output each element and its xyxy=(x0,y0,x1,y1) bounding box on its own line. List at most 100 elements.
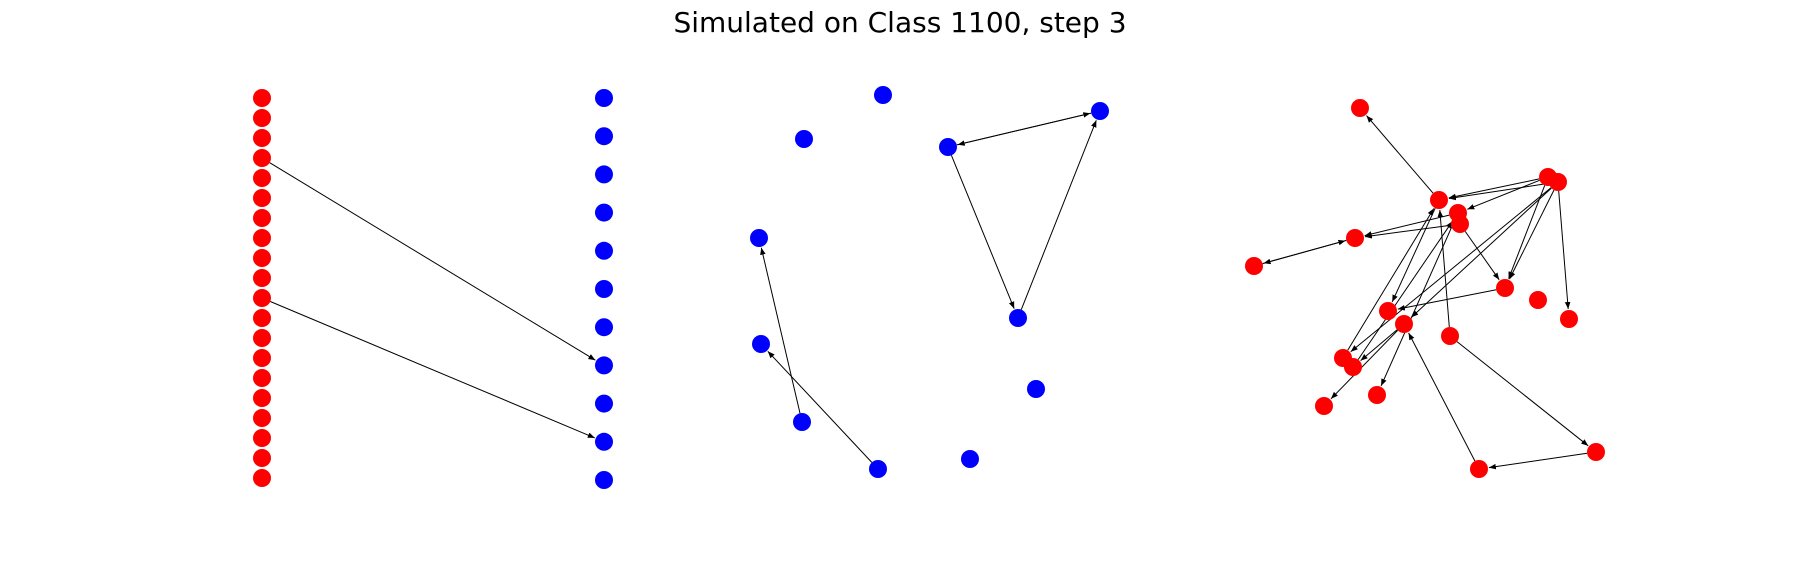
edge-N2-N12 xyxy=(1411,187,1552,318)
node-N18 xyxy=(1587,443,1605,461)
edge-N1-N10 xyxy=(1508,185,1546,279)
node-R4 xyxy=(595,241,613,260)
edge-N4-N17 xyxy=(1380,220,1455,387)
node-B4 xyxy=(750,229,768,247)
edge-N2-N11 xyxy=(1558,190,1571,310)
bipartite-nodes xyxy=(253,89,613,489)
edge-N13-N18 xyxy=(1456,341,1589,447)
node-L1 xyxy=(253,109,271,127)
node-B10 xyxy=(961,450,979,468)
blue-graph-edges xyxy=(760,112,1097,463)
edge-N19-N12 xyxy=(1408,332,1476,462)
node-R8 xyxy=(595,394,613,413)
node-N12 xyxy=(1395,315,1413,333)
edge-N2-N10 xyxy=(1509,189,1555,280)
node-B7 xyxy=(1009,309,1027,327)
node-R3 xyxy=(595,203,613,222)
edge-B3-B7 xyxy=(950,155,1015,309)
bipartite-edges xyxy=(269,162,596,439)
node-L10 xyxy=(253,289,271,307)
node-N17 xyxy=(1368,386,1386,404)
red-graph-nodes xyxy=(1245,99,1605,478)
node-L5 xyxy=(253,189,271,207)
node-L6 xyxy=(253,209,271,227)
node-L17 xyxy=(253,429,271,447)
edge-B2-B3 xyxy=(957,112,1092,146)
node-L4 xyxy=(253,169,271,187)
node-B2 xyxy=(1091,102,1109,120)
blue-graph-nodes xyxy=(750,86,1109,478)
node-N16 xyxy=(1315,397,1333,415)
node-R5 xyxy=(595,280,613,298)
node-L9 xyxy=(253,269,271,287)
edge-L10-R9 xyxy=(270,301,595,439)
node-N19 xyxy=(1470,460,1488,478)
node-B5 xyxy=(752,335,770,353)
edge-N4-N7 xyxy=(1364,214,1450,237)
edge-B9-B5 xyxy=(767,350,873,463)
node-L15 xyxy=(253,389,271,407)
node-B6 xyxy=(1027,380,1045,398)
node-L0 xyxy=(253,89,271,107)
node-R0 xyxy=(595,89,613,107)
edge-N5-N7 xyxy=(1364,224,1452,239)
node-N6 xyxy=(1245,257,1263,275)
edge-N18-N19 xyxy=(1488,452,1588,470)
node-R7 xyxy=(595,356,613,375)
panel-blue-graph xyxy=(750,86,1109,478)
node-N15 xyxy=(1344,358,1362,376)
node-N0 xyxy=(1351,99,1369,117)
node-R6 xyxy=(595,318,613,337)
node-N7 xyxy=(1346,229,1364,247)
edge-N3-N0 xyxy=(1366,115,1434,194)
edge-N13-N3 xyxy=(1437,209,1450,328)
node-N10 xyxy=(1496,279,1514,297)
node-B1 xyxy=(795,130,813,148)
node-N9 xyxy=(1379,302,1397,320)
node-L12 xyxy=(253,329,271,347)
edge-N3-N9 xyxy=(1391,207,1436,303)
node-N5 xyxy=(1451,215,1469,233)
node-R1 xyxy=(595,127,613,146)
node-B3 xyxy=(939,138,957,156)
edge-N12-N16 xyxy=(1330,330,1399,400)
node-R9 xyxy=(595,432,613,451)
edge-N2-N3 xyxy=(1448,182,1550,201)
edge-N2-N14 xyxy=(1350,187,1552,353)
node-R10 xyxy=(595,471,613,489)
red-graph-edges xyxy=(1262,115,1589,470)
node-N8 xyxy=(1529,291,1547,309)
node-L18 xyxy=(253,449,271,467)
node-L13 xyxy=(253,349,271,367)
node-L14 xyxy=(253,369,271,387)
node-L11 xyxy=(253,309,271,327)
node-L16 xyxy=(253,409,271,427)
node-L7 xyxy=(253,229,271,247)
node-R2 xyxy=(595,165,613,184)
node-B9 xyxy=(869,460,887,478)
edge-B8-B4 xyxy=(760,247,801,414)
edge-N14-N3 xyxy=(1347,208,1435,351)
edge-N6-N7 xyxy=(1262,239,1346,265)
node-N11 xyxy=(1560,310,1578,328)
figure-title: Simulated on Class 1100, step 3 xyxy=(673,6,1127,39)
panel-bipartite xyxy=(253,89,613,489)
node-B0 xyxy=(874,86,892,104)
node-B8 xyxy=(793,413,811,431)
node-N13 xyxy=(1441,327,1459,345)
node-L8 xyxy=(253,249,271,267)
edge-N15-N4 xyxy=(1357,221,1453,360)
node-L19 xyxy=(253,469,271,487)
node-N3 xyxy=(1430,191,1448,209)
edge-N1-N4 xyxy=(1467,179,1540,210)
edge-N12-N15 xyxy=(1360,329,1398,361)
edge-L3-R7 xyxy=(269,162,596,361)
edge-N1-N3 xyxy=(1448,178,1540,200)
node-N2 xyxy=(1549,173,1567,191)
node-L2 xyxy=(253,129,271,147)
edge-N5-N10 xyxy=(1464,231,1500,281)
edge-B7-B2 xyxy=(1020,120,1097,310)
node-L3 xyxy=(253,149,271,167)
panel-red-graph xyxy=(1245,99,1605,478)
